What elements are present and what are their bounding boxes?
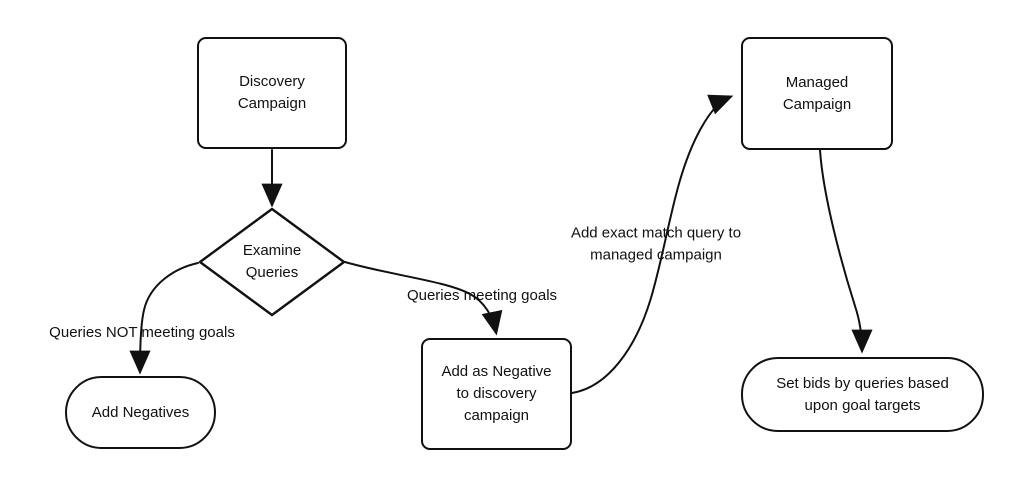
node-add-as-negative[interactable]: Add as Negative to discovery campaign [421,338,572,450]
node-managed-campaign[interactable]: Managed Campaign [741,37,893,150]
node-set-bids[interactable]: Set bids by queries based upon goal targ… [741,357,984,432]
edge-label-queries-not-meeting-goals: Queries NOT meeting goals [49,324,235,342]
node-label: Discovery Campaign [237,73,307,112]
node-label: Add Negatives [91,403,190,421]
edge-label-queries-meeting-goals: Queries meeting goals [406,287,558,305]
node-examine-queries[interactable]: Examine Queries [198,207,346,317]
node-label: Examine Queries [242,242,302,281]
node-label: Add as Negative to discovery campaign [441,363,552,424]
diamond-shape [198,207,346,317]
node-label: Set bids by queries based upon goal targ… [776,374,949,414]
node-label: Managed Campaign [782,73,852,113]
node-discovery-campaign[interactable]: Discovery Campaign [197,37,347,149]
edge-examine-to-add-negatives [129,262,199,375]
edge-label-add-exact-match-query: Add exact match query to managed campaig… [570,224,742,263]
edge-managed-to-set-bids [819,149,873,354]
node-add-negatives[interactable]: Add Negatives [65,376,216,449]
